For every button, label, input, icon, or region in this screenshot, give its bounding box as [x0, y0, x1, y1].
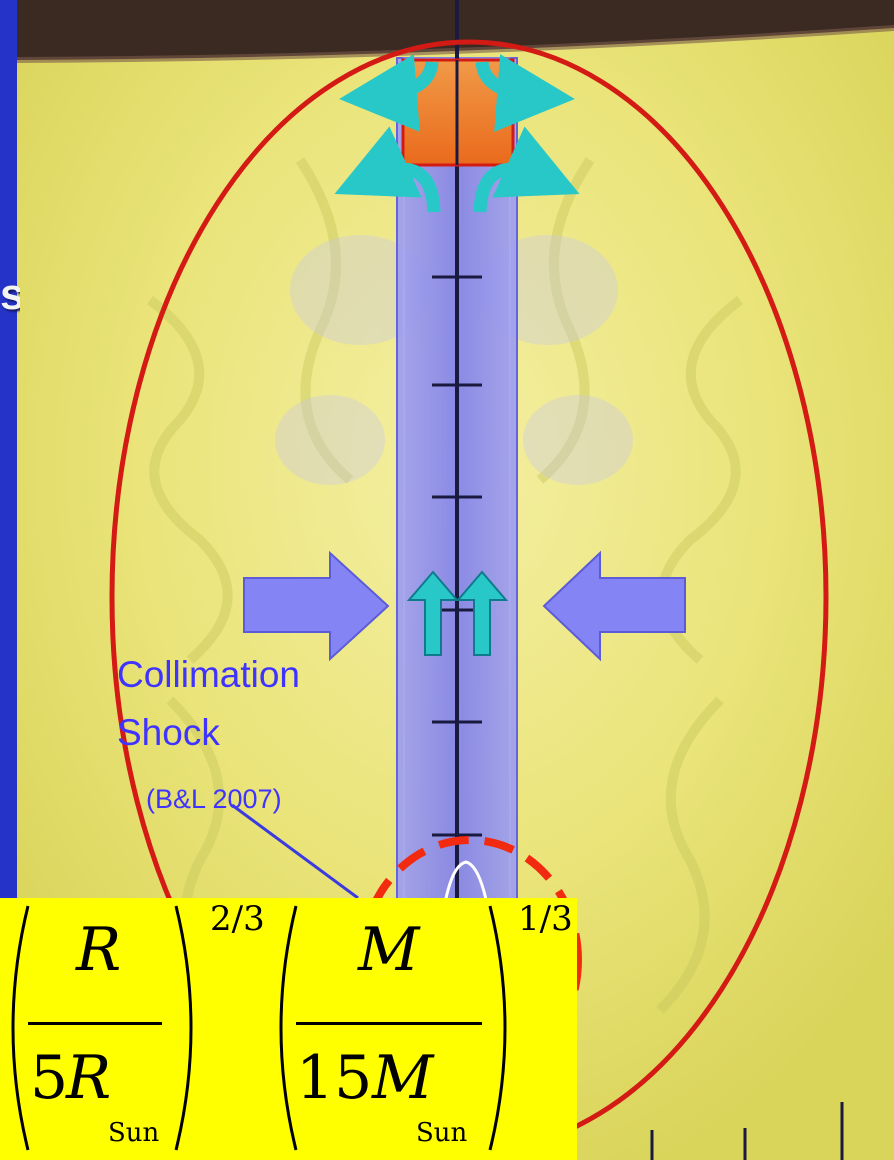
term2-denominator-subscript: Sun — [416, 1120, 467, 1146]
right-paren-term1 — [170, 902, 210, 1154]
shock-label: Shock — [117, 713, 220, 753]
reference-label: (B&L 2007) — [146, 784, 282, 814]
scaling-formula: R 5 R Sun 2/3 M 15 M Sun 1/3 — [0, 898, 577, 1160]
collimation-label: Collimation — [117, 655, 300, 695]
term1-denominator-symbol: R — [66, 1048, 111, 1108]
term1-numerator: R — [76, 920, 121, 980]
slide-title-fragment: s — [0, 270, 20, 320]
term1-exponent: 2/3 — [210, 902, 265, 936]
term2-denominator-coefficient: 15 — [296, 1048, 372, 1108]
term1-denominator-subscript: Sun — [108, 1120, 159, 1146]
term2-denominator-symbol: M — [372, 1048, 433, 1108]
left-paren-term2 — [262, 902, 302, 1154]
term1-denominator-coefficient: 5 — [30, 1048, 68, 1108]
term2-numerator: M — [358, 920, 419, 980]
term2-exponent: 1/3 — [518, 902, 573, 936]
term1-fraction-bar — [28, 1022, 162, 1025]
right-paren-term2 — [484, 902, 524, 1154]
left-paren-term1 — [0, 902, 34, 1154]
term2-fraction-bar — [296, 1022, 482, 1025]
